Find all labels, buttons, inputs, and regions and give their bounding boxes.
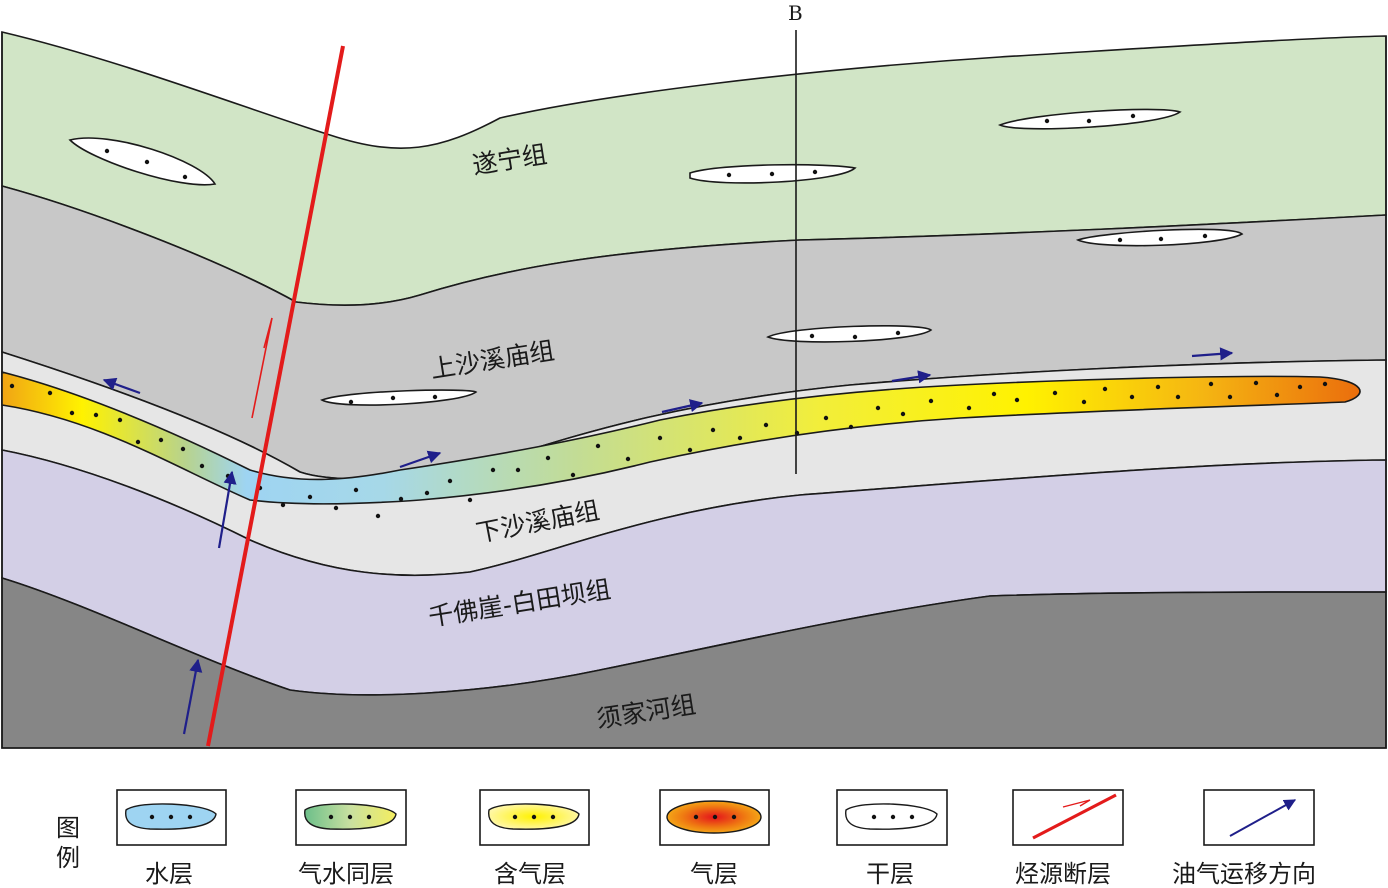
legend-dot [188,815,192,819]
reservoir-dot [626,457,630,461]
reservoir-dot [1176,395,1180,399]
legend-dot [872,815,876,819]
lens-dot [105,149,109,153]
reservoir-dot [354,488,358,492]
reservoir-dot [159,438,163,442]
reservoir-dot [967,406,971,410]
reservoir-dot [1254,381,1258,385]
reservoir-dot [281,503,285,507]
reservoir-dot [136,440,140,444]
reservoir-dot [1228,395,1232,399]
well-b-label: B [788,1,803,25]
lens-dot [770,172,774,176]
legend-dot [150,815,154,819]
reservoir-dot [546,456,550,460]
legend-label-water: 水层 [145,860,193,888]
legend-dot [732,815,736,819]
reservoir-dot [1323,382,1327,386]
legend-dot [169,815,173,819]
reservoir-dot [226,474,230,478]
reservoir-dot [711,428,715,432]
reservoir-dot [48,391,52,395]
reservoir-dot [1103,387,1107,391]
lens-dot [1045,119,1049,123]
reservoir-dot [200,464,204,468]
legend-label-gas-bearing: 含气层 [494,860,566,888]
reservoir-dot [118,418,122,422]
legend-label-gas: 气层 [690,860,738,888]
reservoir-dot [334,506,338,510]
legend-label-dry: 干层 [866,860,914,888]
reservoir-dot [376,514,380,518]
reservoir-dot [1015,398,1019,402]
legend-dot [713,815,717,819]
lens-dot [896,331,900,335]
lens-dot [349,400,353,404]
reservoir-dot [425,491,429,495]
reservoir-dot [1298,385,1302,389]
legend-title-1: 图 [56,814,80,842]
reservoir-dot [824,416,828,420]
reservoir-dot [1053,391,1057,395]
legend-label-migration: 油气运移方向 [1172,860,1316,888]
legend-dot [513,815,517,819]
lens-dot [1087,119,1091,123]
lens-dot [1203,234,1207,238]
lens-dot [853,335,857,339]
lens-dot [1118,238,1122,242]
reservoir-dot [10,384,14,388]
lens-dot [727,173,731,177]
reservoir-dot [992,392,996,396]
reservoir-dot [308,495,312,499]
legend-title-2: 例 [56,844,80,872]
reservoir-dot [901,412,905,416]
legend-label-gas-water: 气水同层 [298,860,394,888]
legend-dot [532,815,536,819]
legend-label-fault: 烃源断层 [1015,860,1111,888]
lens-dot [433,395,437,399]
reservoir-dot [70,411,74,415]
reservoir-dot [658,436,662,440]
lens-dot [810,334,814,338]
reservoir-dot [94,413,98,417]
reservoir-dot [849,425,853,429]
reservoir-dot [929,399,933,403]
lens-dot [813,170,817,174]
legend-dot [551,815,555,819]
lens-dot [1159,237,1163,241]
lens-dot [145,160,149,164]
reservoir-dot [1156,385,1160,389]
reservoir-dot [1275,393,1279,397]
reservoir-dot [468,498,472,502]
reservoir-dot [738,436,742,440]
lens-dot [391,396,395,400]
reservoir-dot [571,473,575,477]
legend-dot [367,815,371,819]
reservoir-dot [399,497,403,501]
legend-dot [694,815,698,819]
reservoir-dot [491,468,495,472]
reservoir-dot [516,468,520,472]
reservoir-dot [596,444,600,448]
reservoir-dot [1082,400,1086,404]
legend-box-migration [1204,790,1314,845]
reservoir-dot [688,448,692,452]
reservoir-dot [876,406,880,410]
reservoir-dot [1130,395,1134,399]
reservoir-dot [181,447,185,451]
legend: 图 例 水层 气水同层 含气层 气层 干层 烃源断层 油气运移方向 [56,790,1316,888]
legend-dot [348,815,352,819]
lens-dot [183,175,187,179]
legend-dot [891,815,895,819]
lens-dot [1131,114,1135,118]
reservoir-dot [764,423,768,427]
reservoir-dot [448,479,452,483]
reservoir-dot [1209,382,1213,386]
legend-dot [910,815,914,819]
legend-dot [329,815,333,819]
